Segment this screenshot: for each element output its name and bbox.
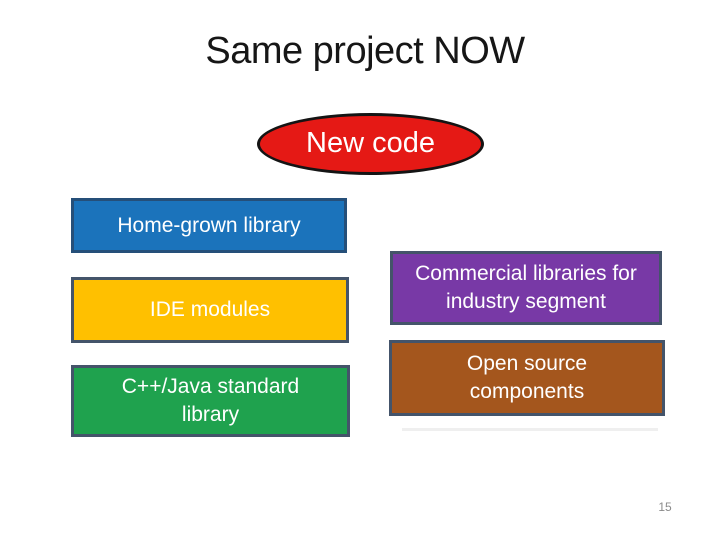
slide-page-number: 15	[658, 500, 672, 514]
box-home-grown-library: Home-grown library	[71, 198, 347, 253]
box-commercial-libraries-label: Commercial libraries for industry segmen…	[415, 262, 637, 313]
box-home-grown-library-label: Home-grown library	[117, 213, 301, 237]
new-code-label: New code	[306, 126, 435, 159]
new-code-ellipse: New code	[257, 113, 484, 175]
box-ide-modules: IDE modules	[71, 277, 349, 343]
box-cpp-java-standard-library: C++/Java standard library	[71, 365, 350, 437]
box-open-source-components-label: Open source components	[466, 352, 588, 403]
decorative-shadow-line	[402, 428, 658, 431]
slide-title: Same project NOW	[205, 30, 525, 72]
box-commercial-libraries: Commercial libraries for industry segmen…	[390, 251, 662, 325]
box-open-source-components: Open source components	[389, 340, 665, 416]
box-ide-modules-label: IDE modules	[149, 298, 271, 322]
box-cpp-java-standard-library-label: C++/Java standard library	[121, 375, 300, 426]
